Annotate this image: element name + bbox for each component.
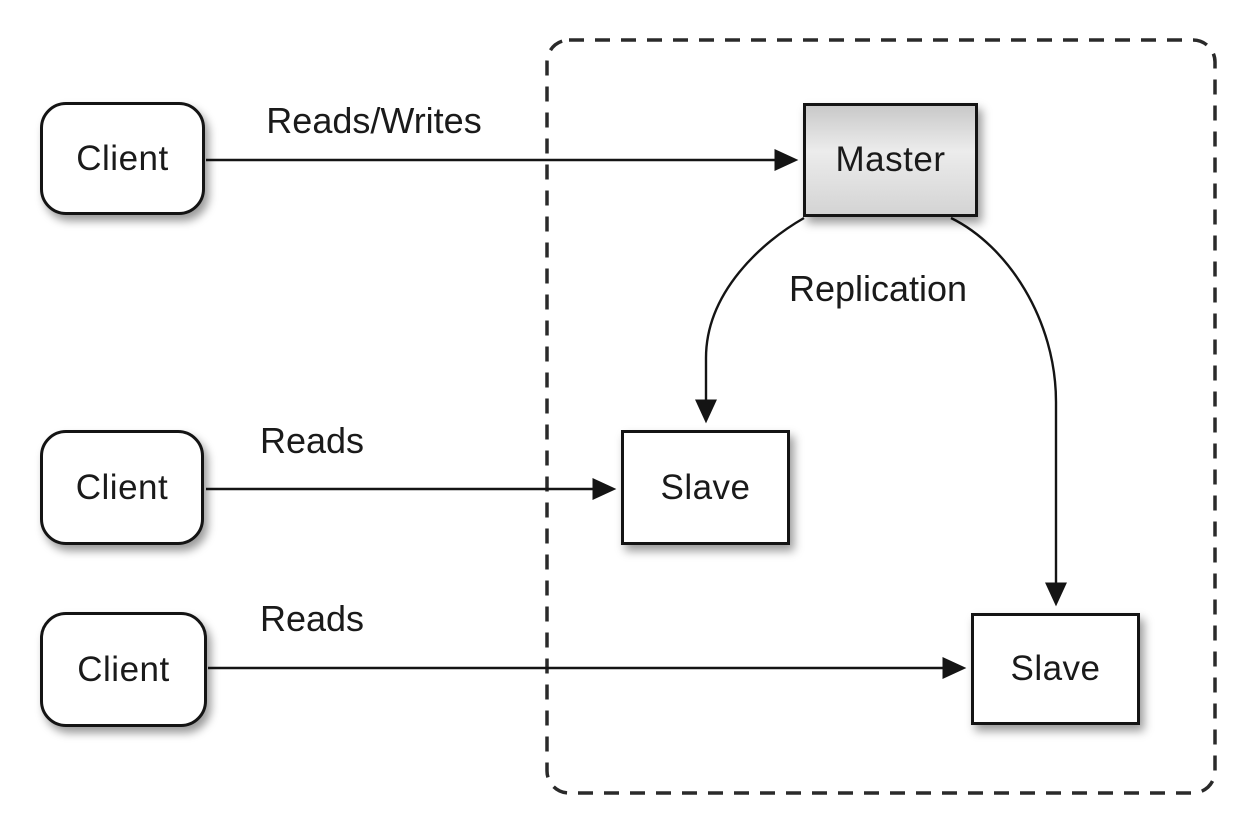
edge-label-reads-writes: Reads/Writes bbox=[266, 100, 482, 141]
node-client-1-label: Client bbox=[76, 138, 169, 178]
node-client-1: Client bbox=[40, 102, 205, 215]
edge-label-reads-bottom: Reads bbox=[259, 598, 365, 639]
node-client-3: Client bbox=[40, 612, 207, 727]
node-slave-2: Slave bbox=[971, 613, 1140, 725]
node-client-2: Client bbox=[40, 430, 204, 545]
node-master-label: Master bbox=[835, 140, 946, 179]
node-client-2-label: Client bbox=[75, 467, 169, 507]
node-slave-2-label: Slave bbox=[1010, 649, 1101, 688]
node-master: Master bbox=[803, 103, 978, 217]
node-client-3-label: Client bbox=[77, 649, 170, 689]
node-slave-1: Slave bbox=[621, 430, 790, 545]
edge-replication-left-arrow bbox=[694, 216, 805, 424]
edge-label-reads-mid: Reads bbox=[259, 420, 365, 461]
edge-label-replication: Replication bbox=[788, 268, 968, 309]
node-slave-1-label: Slave bbox=[660, 467, 751, 507]
